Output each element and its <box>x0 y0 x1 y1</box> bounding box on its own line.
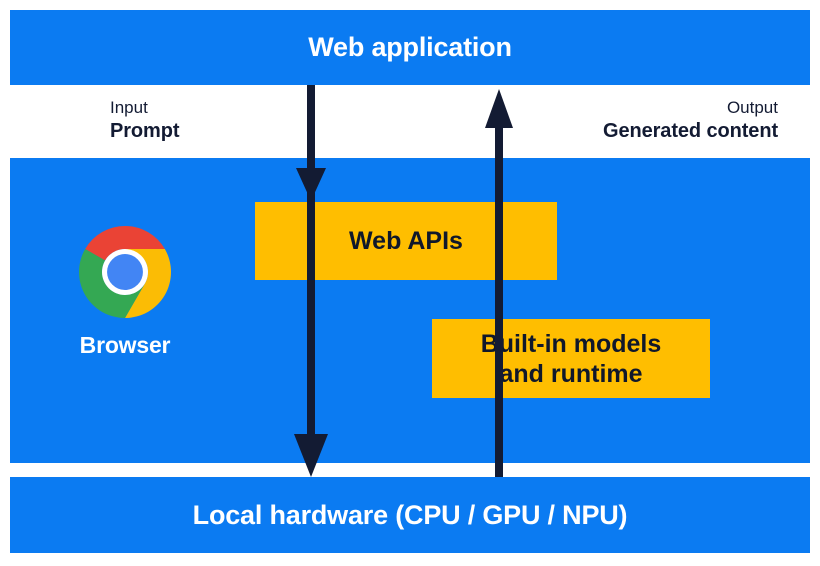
input-kind: Input <box>110 98 148 117</box>
input-label: Input Prompt <box>110 98 180 143</box>
browser-group: Browser <box>60 226 190 359</box>
band-web-application: Web application <box>10 10 810 85</box>
output-label: Output Generated content <box>603 98 778 143</box>
output-value: Generated content <box>603 119 778 142</box>
band-local-hardware-label: Local hardware (CPU / GPU / NPU) <box>192 500 628 530</box>
chrome-logo-icon <box>79 226 171 318</box>
box-web-apis: Web APIs <box>255 202 557 280</box>
band-browser-label: Browser <box>79 332 171 358</box>
output-kind: Output <box>726 98 778 117</box>
box-web-apis-label: Web APIs <box>349 227 463 255</box>
box-builtin-models-line1: Built-in models <box>480 329 662 358</box>
band-web-application-label: Web application <box>308 32 512 62</box>
input-value: Prompt <box>110 119 180 142</box>
box-builtin-models-line2: and runtime <box>499 359 643 388</box>
band-local-hardware: Local hardware (CPU / GPU / NPU) <box>10 477 810 553</box>
box-builtin-models: Built-in models and runtime <box>432 319 710 398</box>
box-builtin-models-label: Built-in models and runtime <box>481 329 662 389</box>
